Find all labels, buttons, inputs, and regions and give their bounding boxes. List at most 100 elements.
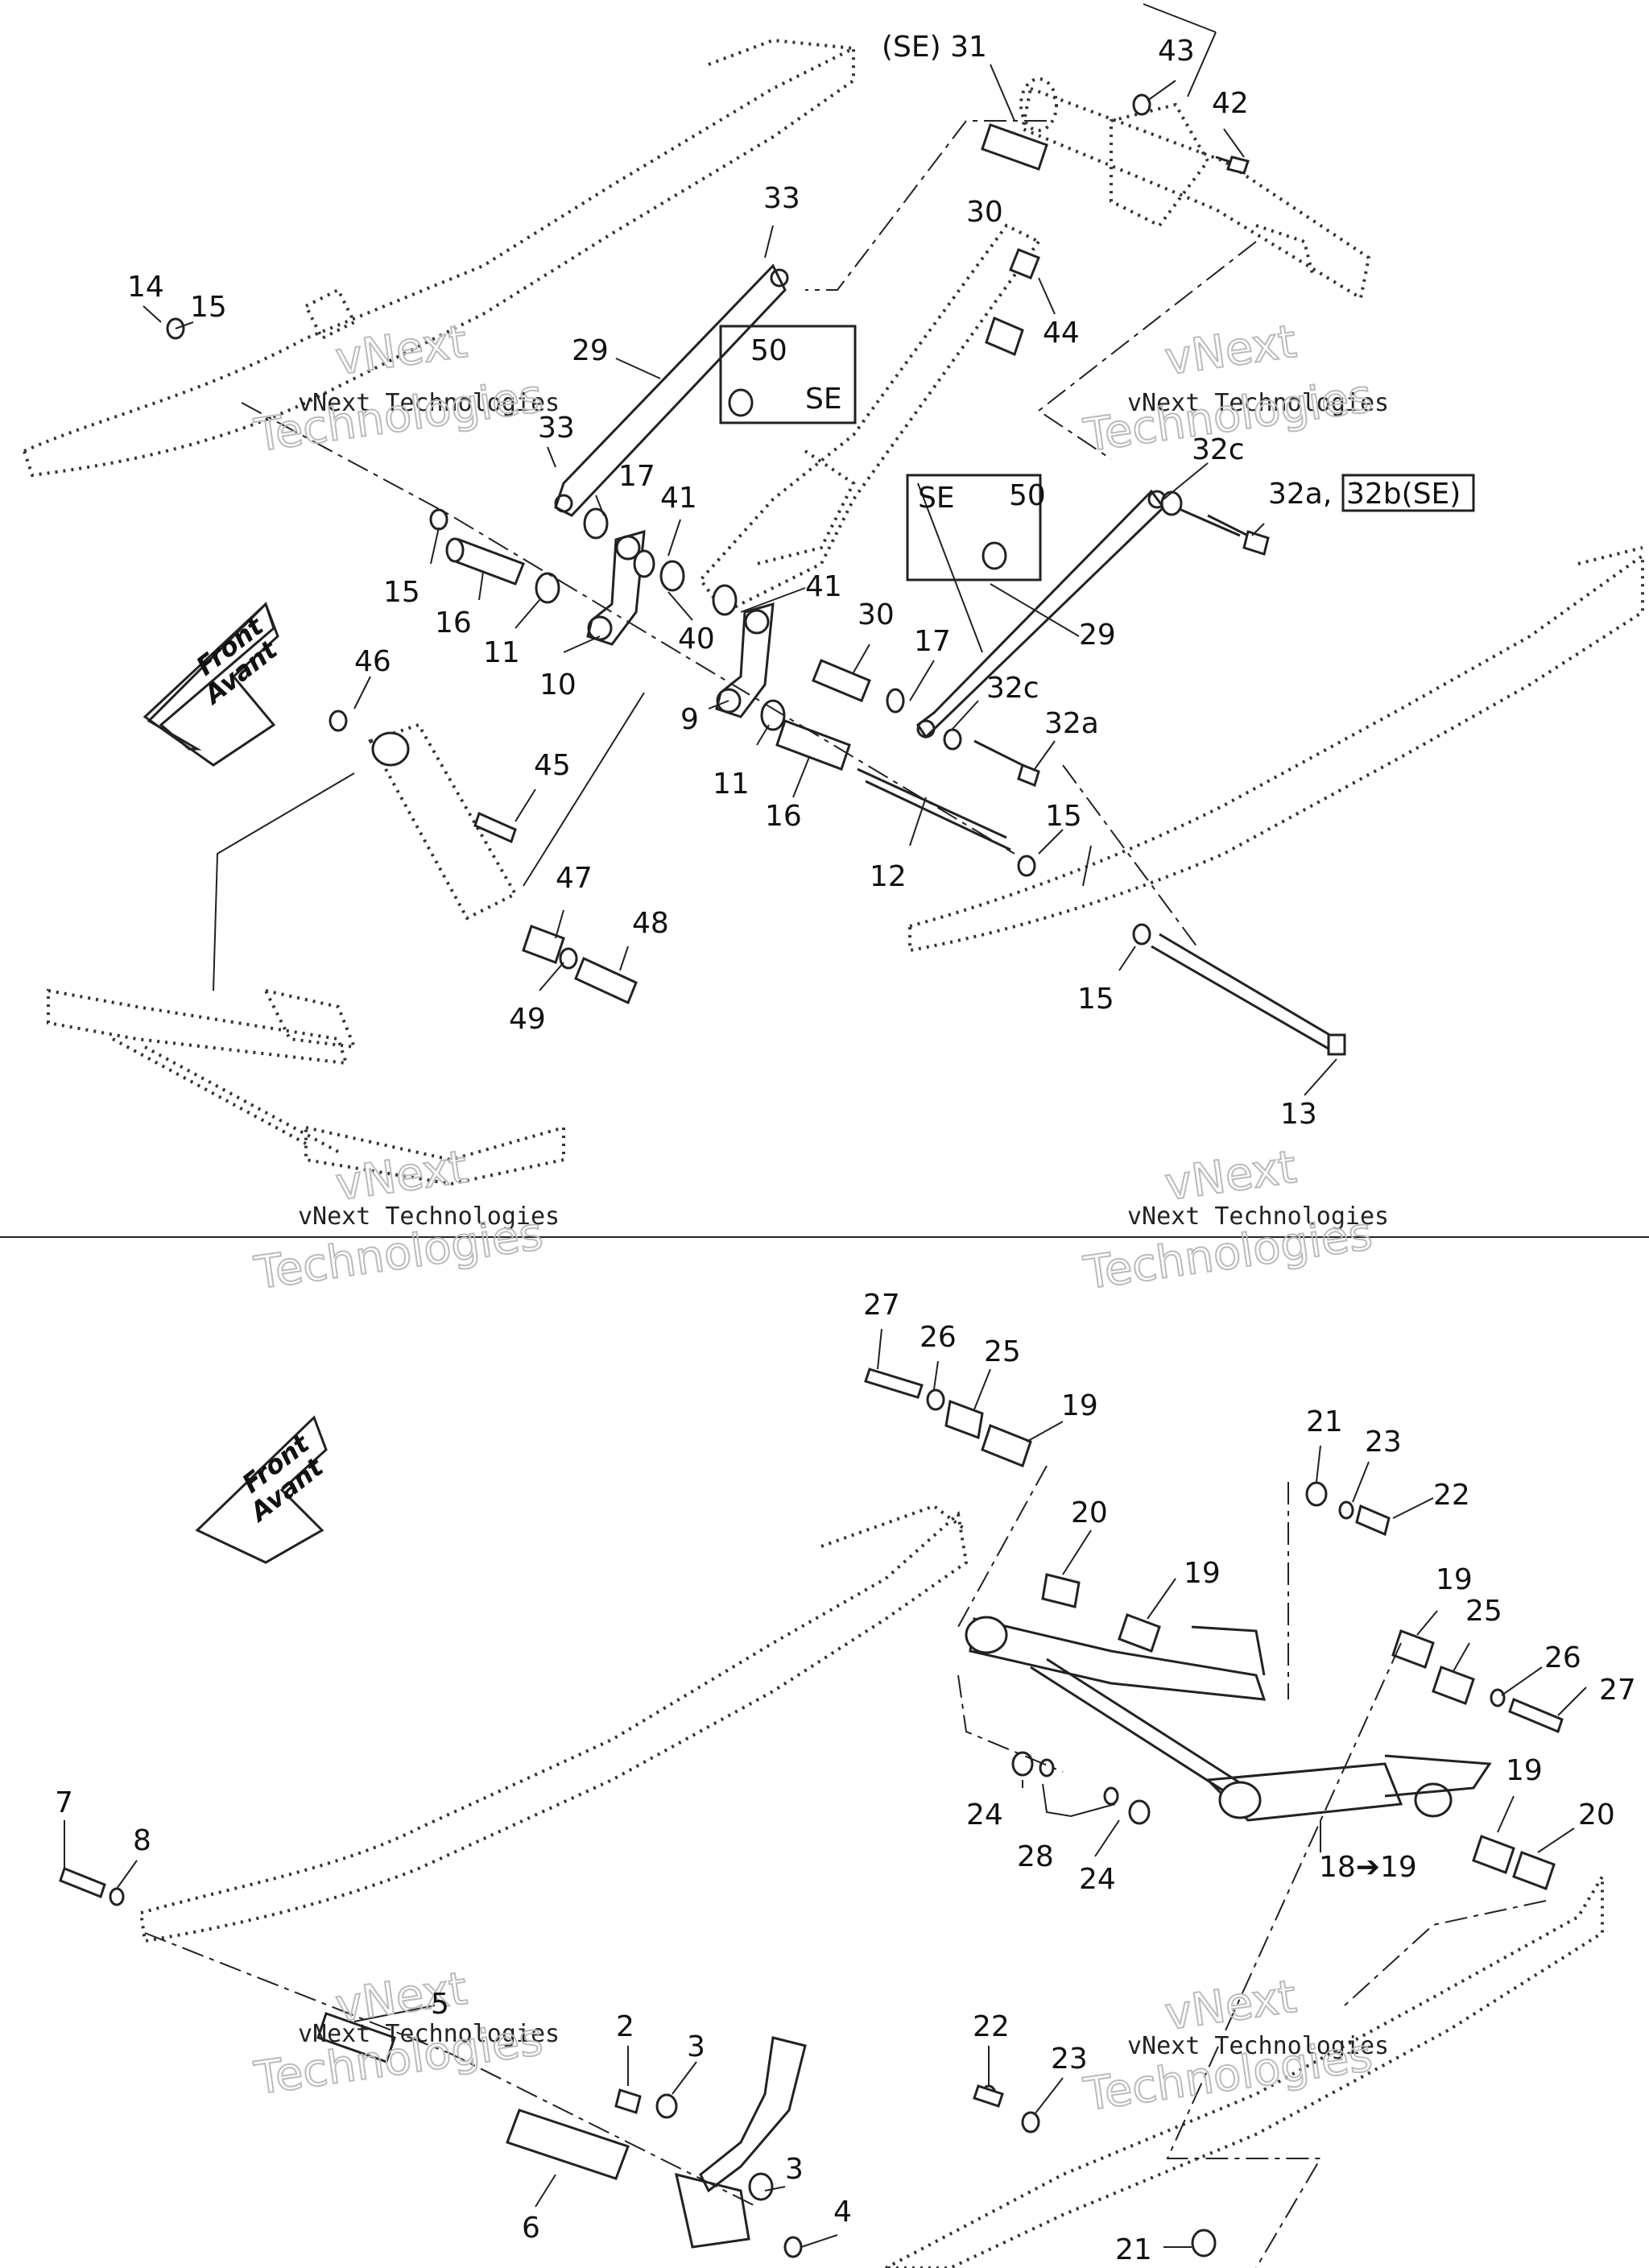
callout: 15 [190, 291, 227, 324]
leaders-top [143, 3, 1337, 1096]
callout: 21 [1115, 2233, 1152, 2266]
watermark-big: vNext [333, 316, 470, 386]
callout: 21 [1306, 1405, 1343, 1438]
callout: 5 [431, 1988, 449, 2021]
callout: 25 [984, 1335, 1021, 1368]
centerlines-top [241, 120, 1257, 951]
callout: 32c [1192, 433, 1245, 466]
callout: 15 [1077, 983, 1114, 1016]
watermark-small: vNext Technologies [298, 1202, 560, 1231]
callout: 17 [618, 460, 655, 493]
watermark-big: Technologies [251, 370, 546, 462]
callout: 20 [1578, 1798, 1615, 1831]
callout: 25 [1465, 1595, 1502, 1628]
slide-bracket [675, 2036, 807, 2249]
callouts: (SE) 31 43 42 33 30 44 14 15 29 50 SE 33… [55, 31, 1636, 2266]
parts-bottom [59, 1368, 1564, 2258]
watermark-small: vNext Technologies [1127, 1202, 1389, 1231]
watermark-small: vNext Technologies [1127, 389, 1389, 417]
se-box-lower [906, 474, 1042, 581]
shock-absorber-top [698, 223, 1041, 615]
callout: 22 [973, 2010, 1010, 2043]
callout: 15 [1045, 800, 1082, 833]
callout: 27 [1599, 1674, 1636, 1707]
callout: 32a [1044, 707, 1099, 740]
callout: 24 [1079, 1863, 1116, 1896]
callout: 44 [1043, 317, 1080, 350]
watermark-big: vNext [1162, 1971, 1300, 2041]
watermark-big: vNext [1162, 1141, 1300, 1211]
callout: 49 [509, 1003, 546, 1036]
callout: 33 [763, 182, 800, 215]
callout: 16 [435, 606, 472, 639]
callout: 6 [522, 2212, 540, 2245]
watermark-big: vNext [333, 1141, 470, 1211]
callout: 26 [1544, 1641, 1581, 1674]
callout: 46 [354, 645, 391, 678]
se-box-upper [719, 325, 857, 424]
callout: 42 [1212, 87, 1249, 120]
callout: 29 [1079, 619, 1116, 652]
watermark-small: vNext Technologies [1127, 2032, 1389, 2060]
left-rail-top [22, 38, 855, 478]
watermark-big: vNext [1162, 316, 1300, 386]
callout: 43 [1158, 35, 1195, 68]
rear-arm-top [47, 988, 565, 1186]
callout: 50 [1009, 479, 1046, 512]
callout: 20 [1071, 1496, 1108, 1529]
callout: 11 [713, 768, 750, 801]
callout: 11 [483, 636, 520, 669]
callout: 40 [678, 623, 715, 656]
arm-10 [586, 529, 646, 646]
callout: 19 [1184, 1557, 1221, 1590]
spacers-top [166, 93, 1346, 1056]
callout: 41 [660, 482, 697, 515]
callout: 18➔19 [1319, 1851, 1417, 1884]
callout: 33 [538, 412, 575, 445]
callout: 32c [986, 672, 1039, 705]
left-rail-bottom [138, 1504, 969, 1943]
link-29-upper [554, 263, 789, 517]
callout: 41 [805, 570, 842, 603]
callout: SE [805, 383, 842, 416]
callout: 3 [687, 2030, 705, 2063]
callout: 4 [833, 2196, 852, 2229]
callout: 30 [858, 598, 895, 631]
callout: 3 [785, 2153, 804, 2186]
upper-cross-shaft [1019, 77, 1371, 301]
callout: 29 [572, 334, 609, 367]
right-rail-top [908, 546, 1644, 953]
centerlines-bottom [144, 1465, 1547, 2268]
watermark-small: vNext Technologies [298, 2020, 560, 2048]
callout: 13 [1280, 1098, 1317, 1131]
rear-arm-bottom [965, 1616, 1492, 1822]
callout: 2 [616, 2010, 634, 2043]
front-arrow-bottom [195, 1415, 328, 1564]
callout: 16 [765, 800, 802, 833]
callout: 22 [1433, 1479, 1470, 1512]
callout: 14 [127, 271, 164, 304]
callout: 17 [914, 625, 951, 658]
callout: 8 [133, 1824, 151, 1857]
callout: 47 [556, 862, 593, 895]
callout: 32b(SE) [1346, 478, 1461, 511]
callout: 19 [1061, 1389, 1098, 1422]
callout: 15 [383, 576, 420, 609]
arm-9 [715, 602, 775, 718]
callout: SE [918, 482, 955, 515]
callout: 12 [870, 860, 907, 893]
watermark-small: vNext Technologies [298, 389, 560, 417]
callout: 7 [55, 1786, 73, 1819]
callout: 26 [920, 1321, 957, 1354]
callout: 28 [1017, 1840, 1054, 1873]
callout: 24 [966, 1798, 1003, 1831]
front-arrow-top [143, 602, 279, 767]
callout: 45 [534, 749, 571, 782]
leaders-bottom [64, 1328, 1587, 2248]
callout: 27 [863, 1289, 900, 1322]
callout: 30 [966, 196, 1003, 229]
box-32b [1341, 474, 1475, 512]
callout: 19 [1436, 1563, 1473, 1596]
callout: 10 [539, 668, 577, 702]
